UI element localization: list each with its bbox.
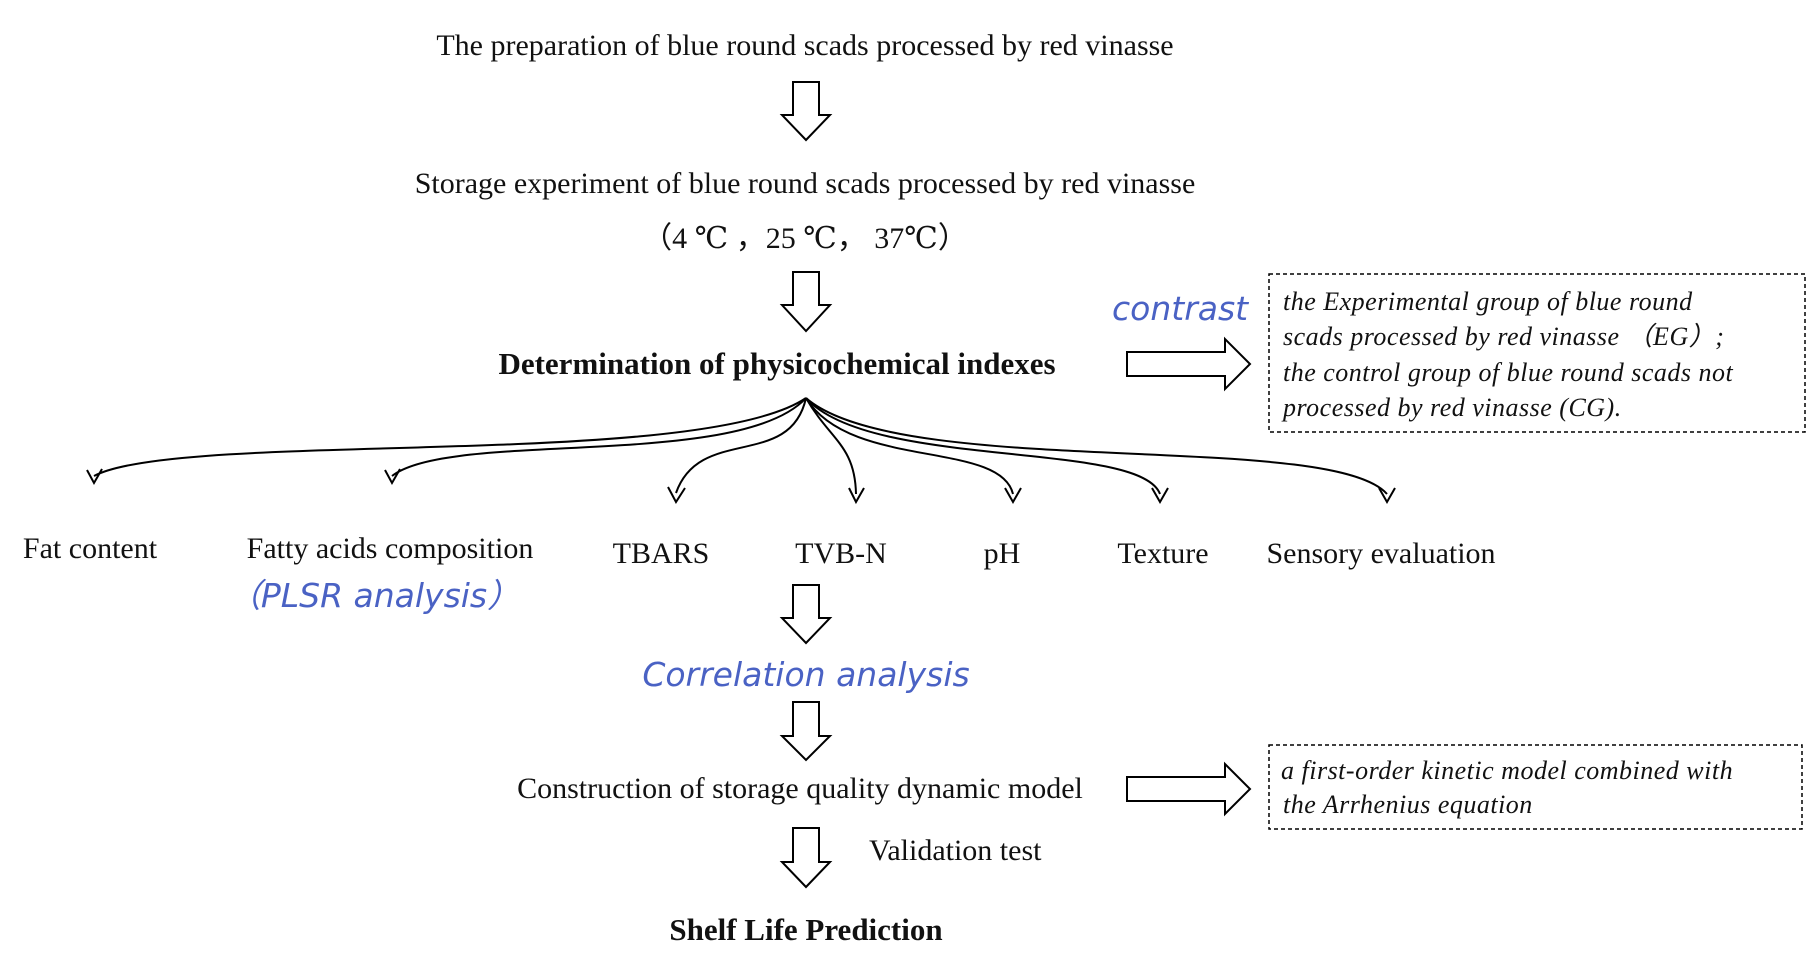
down-arrow-icon [779, 701, 833, 762]
branch-connectors [86, 397, 1396, 505]
index-fatty-acids: Fatty acids composition [247, 532, 534, 565]
down-arrow-icon [779, 584, 833, 645]
step-determination: Determination of physicochemical indexes [498, 346, 1055, 381]
contrast-label: contrast [1112, 289, 1249, 328]
validation-test-label: Validation test [869, 834, 1042, 867]
index-texture: Texture [1117, 537, 1208, 570]
storage-temperatures: （4 ℃ ，25 ℃， 37℃） [642, 222, 968, 255]
plsr-note: （PLSR analysis） [228, 576, 520, 615]
index-fat-content: Fat content [23, 532, 158, 565]
down-arrow-icon [779, 81, 833, 142]
contrast-note-line: the control group of blue round scads no… [1283, 358, 1733, 387]
index-tbars: TBARS [613, 537, 710, 570]
step-model: Construction of storage quality dynamic … [517, 772, 1083, 805]
down-arrow-icon [779, 271, 833, 333]
right-arrow-icon [1126, 336, 1252, 392]
step-shelf-life: Shelf Life Prediction [669, 912, 942, 947]
index-sensory: Sensory evaluation [1266, 537, 1495, 570]
step-preparation: The preparation of blue round scads proc… [436, 29, 1173, 62]
step-correlation: Correlation analysis [642, 655, 969, 694]
contrast-note-line: scads processed by red vinasse （EG）; [1283, 322, 1724, 351]
index-tvb-n: TVB-N [795, 537, 887, 570]
model-note-line: a first-order kinetic model combined wit… [1281, 756, 1733, 785]
contrast-note-box [1268, 273, 1806, 433]
model-note-line: the Arrhenius equation [1283, 790, 1533, 819]
down-arrow-icon [779, 827, 833, 889]
model-note-box [1268, 744, 1803, 830]
step-storage: Storage experiment of blue round scads p… [415, 167, 1196, 200]
contrast-note-line: the Experimental group of blue round [1283, 287, 1693, 316]
right-arrow-icon [1126, 761, 1252, 817]
contrast-note-line: processed by red vinasse (CG). [1281, 393, 1622, 422]
index-ph: pH [984, 537, 1021, 570]
